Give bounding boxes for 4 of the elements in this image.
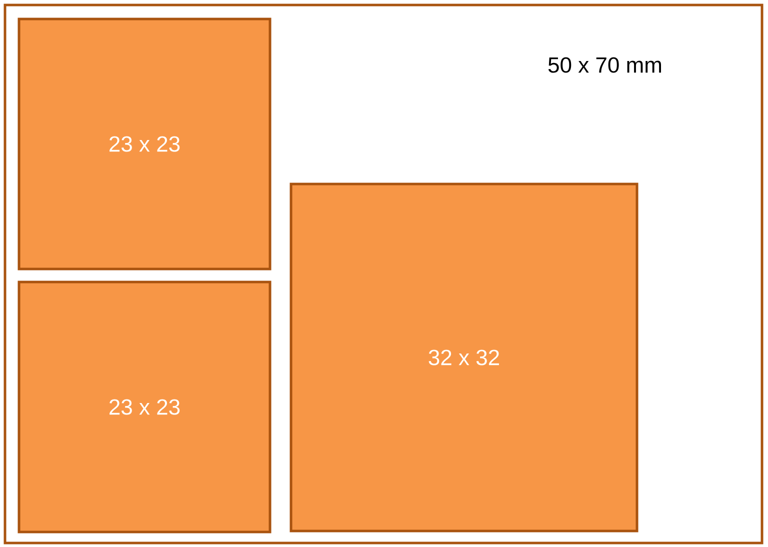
size-label: 50 x 70 mm (548, 57, 661, 73)
square-box: 23 x 23 (18, 280, 272, 534)
square-box: 32 x 32 (290, 182, 638, 532)
square-box: 23 x 23 (18, 18, 272, 270)
